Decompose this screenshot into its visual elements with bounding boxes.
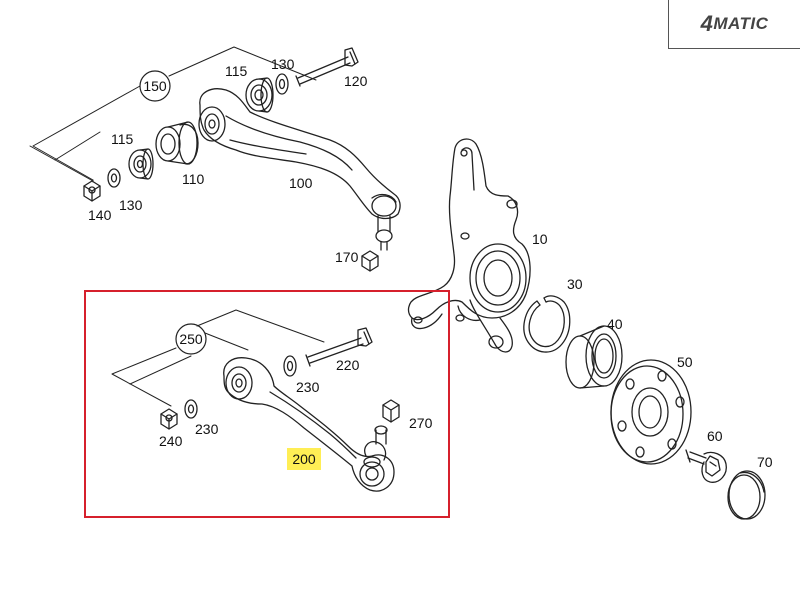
label-170: 170 [335, 249, 359, 265]
group-150-bracket [29, 46, 317, 183]
label-40: 40 [607, 316, 623, 332]
bushing-110 [155, 121, 199, 165]
label-50: 50 [677, 354, 693, 370]
washer-130-lower [107, 168, 121, 188]
nut-170 [361, 250, 379, 272]
hub-flange-50 [610, 359, 692, 465]
label-10: 10 [532, 231, 548, 247]
label-150: 150 [143, 78, 167, 94]
label-140: 140 [88, 207, 112, 223]
upper-control-arm-assembly [29, 46, 401, 272]
label-200-highlighted: 200 [287, 448, 321, 470]
washer-130-top [275, 73, 289, 95]
bushing-115-top [245, 77, 274, 113]
label-115-lower: 115 [111, 131, 134, 147]
label-110: 110 [182, 171, 205, 187]
bushing-115-lower [128, 148, 154, 180]
nut-240 [160, 408, 178, 430]
label-70: 70 [757, 454, 773, 470]
washer-230-lower [184, 399, 198, 419]
washer-230-top [283, 355, 297, 377]
nut-270 [382, 399, 400, 423]
nut-140 [83, 180, 101, 202]
label-270: 270 [409, 415, 433, 431]
label-120: 120 [344, 73, 368, 89]
label-250: 250 [179, 331, 203, 347]
dust-cap-70 [727, 470, 766, 520]
highlight-box [84, 290, 450, 518]
snap-ring-30 [523, 295, 571, 353]
group-250-circle [175, 323, 207, 355]
label-100: 100 [289, 175, 313, 191]
knuckle-10 [407, 138, 531, 353]
label-115-top: 115 [225, 63, 248, 79]
lower-control-arm-assembly [111, 309, 400, 492]
arm-100 [198, 88, 401, 251]
label-240: 240 [159, 433, 183, 449]
label-130-top: 130 [271, 56, 295, 72]
label-130-lower: 130 [119, 197, 143, 213]
label-30: 30 [567, 276, 583, 292]
part-labels: 150 250 115 130 120 115 110 100 140 130 … [88, 56, 773, 470]
arm-200 [223, 357, 395, 492]
group-250-bracket [111, 309, 325, 407]
label-230-lower: 230 [195, 421, 219, 437]
badge-text: MATIC [713, 14, 769, 33]
label-230-top: 230 [296, 379, 320, 395]
label-60: 60 [707, 428, 723, 444]
group-150-circle [139, 70, 171, 102]
bolt-220 [305, 327, 373, 367]
bearing-40 [565, 325, 623, 389]
bolt-60 [685, 449, 727, 483]
badge-prefix: 4 [700, 11, 714, 36]
bolt-120 [295, 47, 359, 87]
label-220: 220 [336, 357, 360, 373]
